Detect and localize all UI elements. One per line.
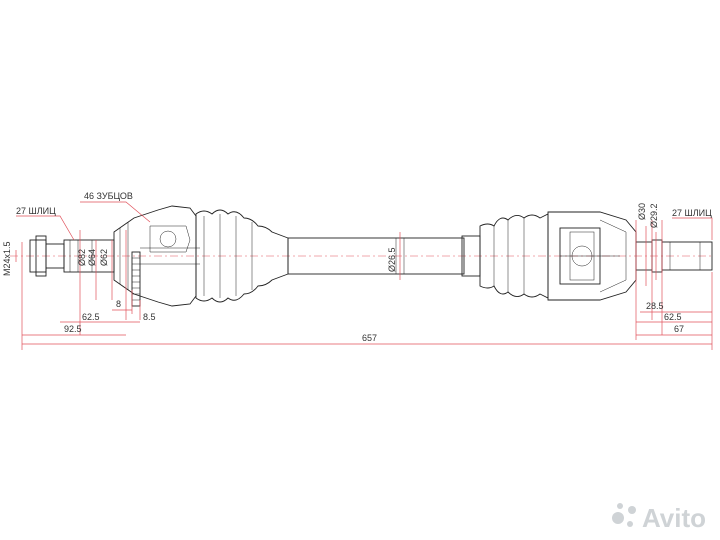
avito-logo-dot-4 (617, 503, 623, 509)
label-d82: Ø82 (77, 249, 87, 266)
avito-watermark: Avito (612, 503, 706, 533)
dim-62-5-left: 62.5 (82, 312, 100, 322)
label-thread: M24x1.5 (2, 241, 12, 276)
dimension-lines (15, 201, 713, 350)
dim-657: 657 (362, 333, 377, 343)
dim-92-5: 92.5 (64, 324, 82, 334)
label-d30: Ø30 (637, 203, 647, 220)
label-d29-2: Ø29.2 (649, 203, 659, 228)
label-spline-right: 27 ШЛИЦ (672, 208, 712, 218)
dim-62-5-right: 62.5 (664, 312, 682, 322)
dim-8-5: 8.5 (143, 312, 156, 322)
avito-logo-dot-2 (628, 506, 636, 514)
dimension-values: 8 62.5 8.5 92.5 657 28.5 62.5 67 (64, 299, 684, 343)
labels: 27 ШЛИЦ 46 ЗУБЦОВ 27 ШЛИЦ M24x1.5 Ø82 Ø6… (2, 191, 712, 276)
label-d62: Ø62 (99, 249, 109, 266)
avito-wordmark: Avito (642, 503, 706, 533)
label-d64: Ø64 (87, 249, 97, 266)
label-d26-5: Ø26.5 (387, 247, 397, 272)
avito-logo-dot-3 (627, 521, 633, 527)
abs-ring (131, 251, 141, 307)
shaft (287, 237, 465, 275)
dim-28-5: 28.5 (646, 301, 664, 311)
dim-8: 8 (116, 299, 121, 309)
dim-67: 67 (674, 324, 684, 334)
left-stub (29, 235, 115, 277)
avito-logo-dot-1 (612, 512, 624, 524)
label-teeth: 46 ЗУБЦОВ (84, 191, 133, 201)
label-spline-left: 27 ШЛИЦ (16, 206, 56, 216)
